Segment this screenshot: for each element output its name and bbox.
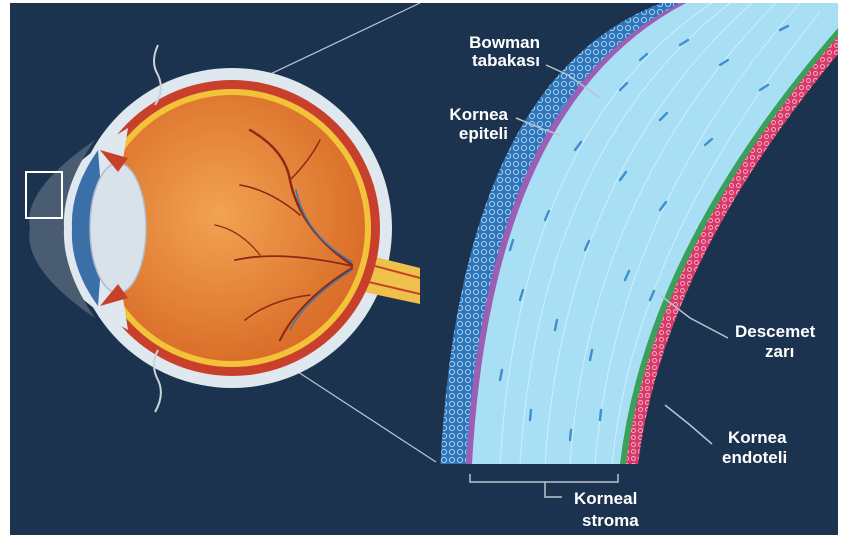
label-epithelium-line1: Kornea — [449, 105, 508, 124]
label-endothelium-line1: Kornea — [728, 428, 787, 447]
label-descemet-line2: zarı — [765, 342, 794, 361]
label-epithelium-line2: epiteli — [459, 124, 508, 143]
label-bowman-line2: tabakası — [472, 51, 540, 70]
label-stroma-line2: stroma — [582, 511, 639, 530]
label-endothelium-line2: endoteli — [722, 448, 787, 467]
label-descemet-line1: Descemet — [735, 322, 816, 341]
lens — [90, 163, 146, 293]
label-stroma-line1: Korneal — [574, 489, 637, 508]
label-bowman-line1: Bowman — [469, 33, 540, 52]
